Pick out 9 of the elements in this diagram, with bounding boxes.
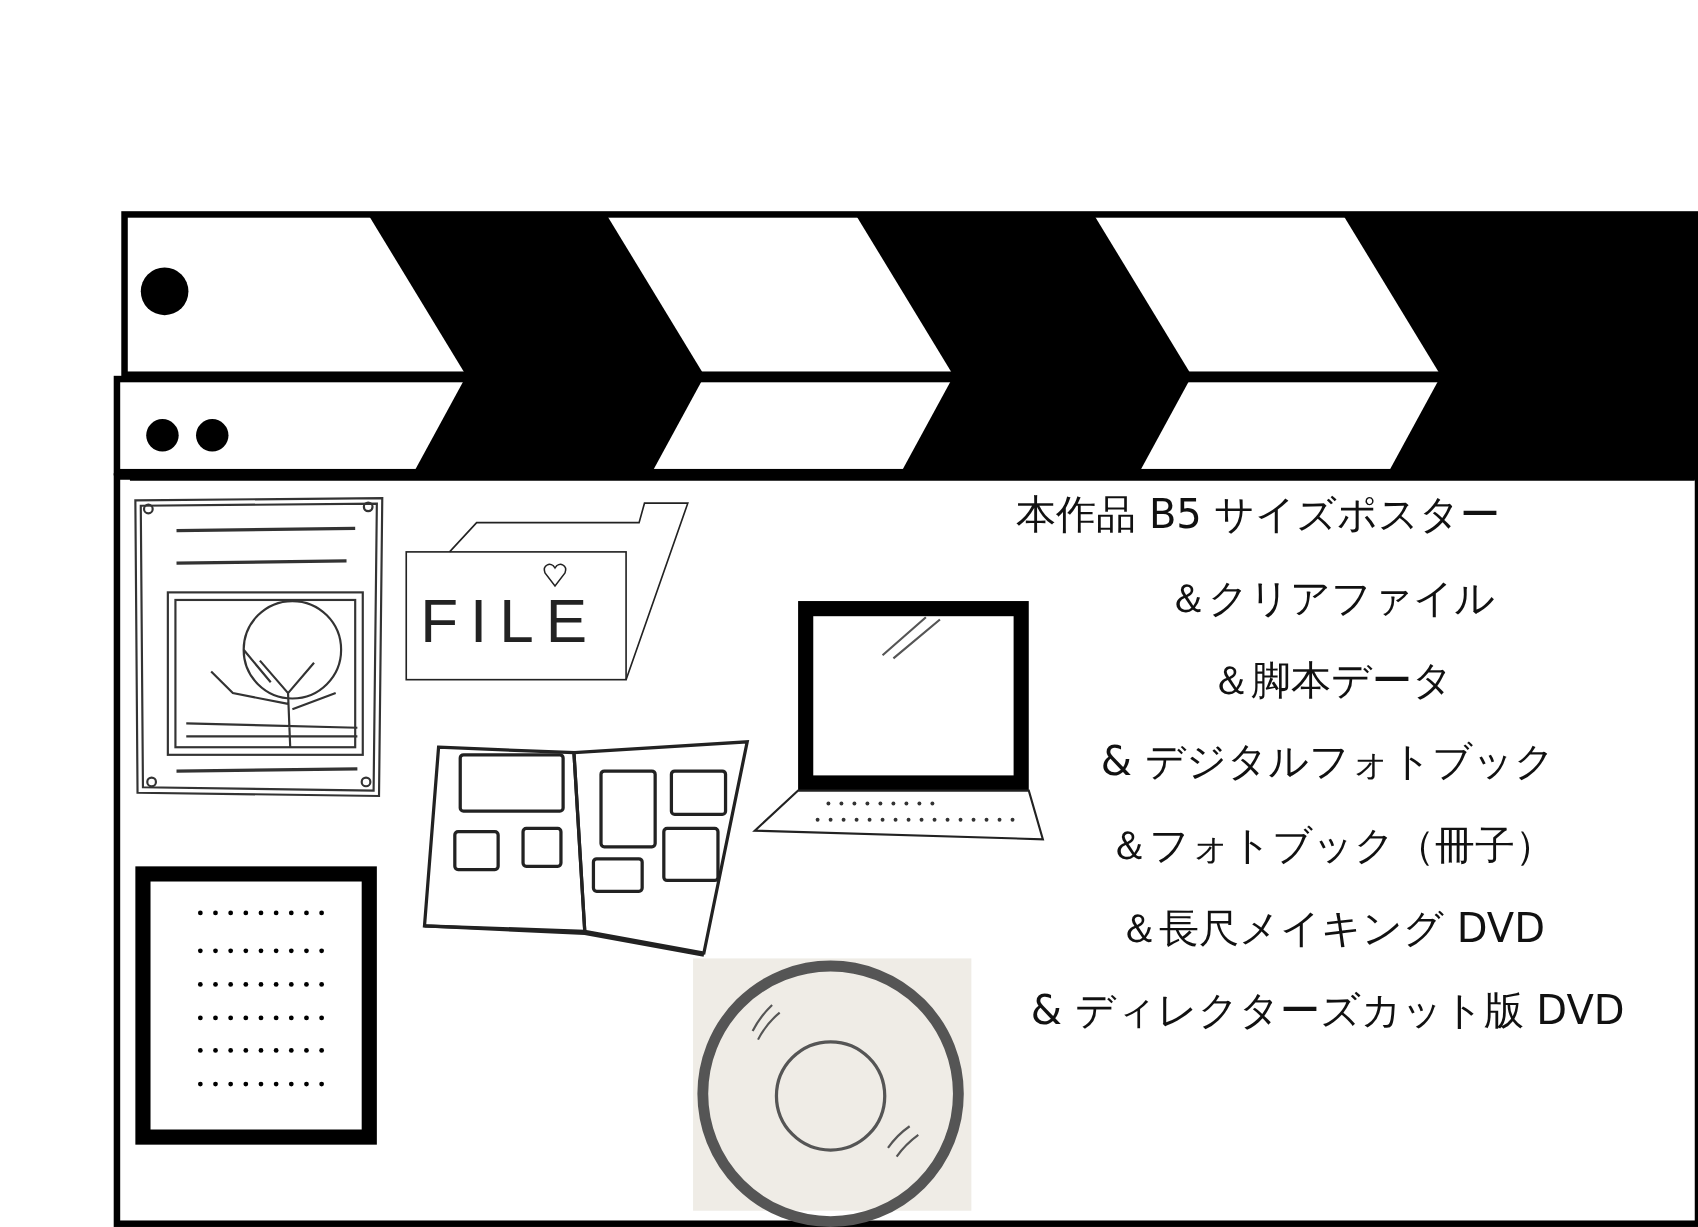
list-text: ＆脚本データ (1210, 656, 1453, 705)
list-text: ＆クリアファイル (1168, 573, 1496, 622)
list-text: ＆フォトブック（冊子） (1108, 820, 1555, 869)
list-text: 本作品 B5 サイズポスター (1016, 490, 1501, 539)
folder-label: FILE (420, 590, 600, 653)
list-text: & ディレクターズカット版 DVD (1030, 986, 1625, 1035)
list-text: & デジタルフォトブック (1100, 737, 1555, 786)
folder-drawing (402, 501, 690, 683)
list-text: ＆長尺メイキング DVD (1119, 904, 1545, 953)
